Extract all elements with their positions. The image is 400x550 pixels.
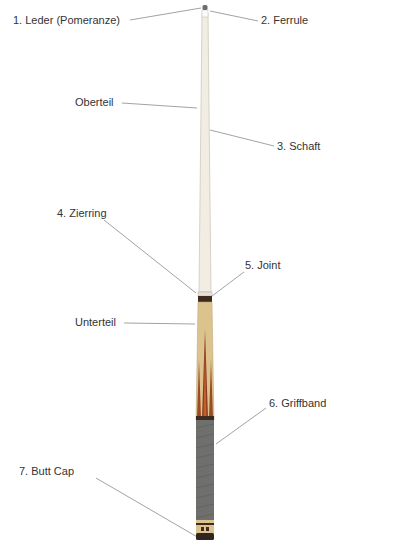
shaft [199, 13, 211, 292]
part-label: 3. Schaft [276, 140, 321, 153]
decor-ring [198, 296, 212, 302]
inlay-points [197, 330, 213, 418]
leather-tip [203, 5, 208, 10]
butt-sleeve [196, 520, 214, 534]
part-label: 4. Zierring [56, 207, 108, 220]
wrap-ring [196, 416, 214, 420]
part-label: 6. Griffband [268, 397, 327, 410]
leader-lines [96, 8, 274, 538]
part-label: 2. Ferrule [260, 14, 309, 27]
butt-forearm [196, 302, 214, 420]
part-label: 7. Butt Cap [18, 465, 75, 478]
wrap-texture [196, 424, 214, 518]
butt-cap [196, 533, 214, 540]
part-label: 5. Joint [244, 259, 281, 272]
part-label: Oberteil [74, 96, 115, 109]
part-label: Unterteil [74, 316, 117, 329]
ferrule [202, 10, 208, 17]
grip-wrap [196, 420, 214, 520]
part-label: 1. Leder (Pomeranze) [12, 14, 121, 27]
joint [198, 292, 212, 296]
